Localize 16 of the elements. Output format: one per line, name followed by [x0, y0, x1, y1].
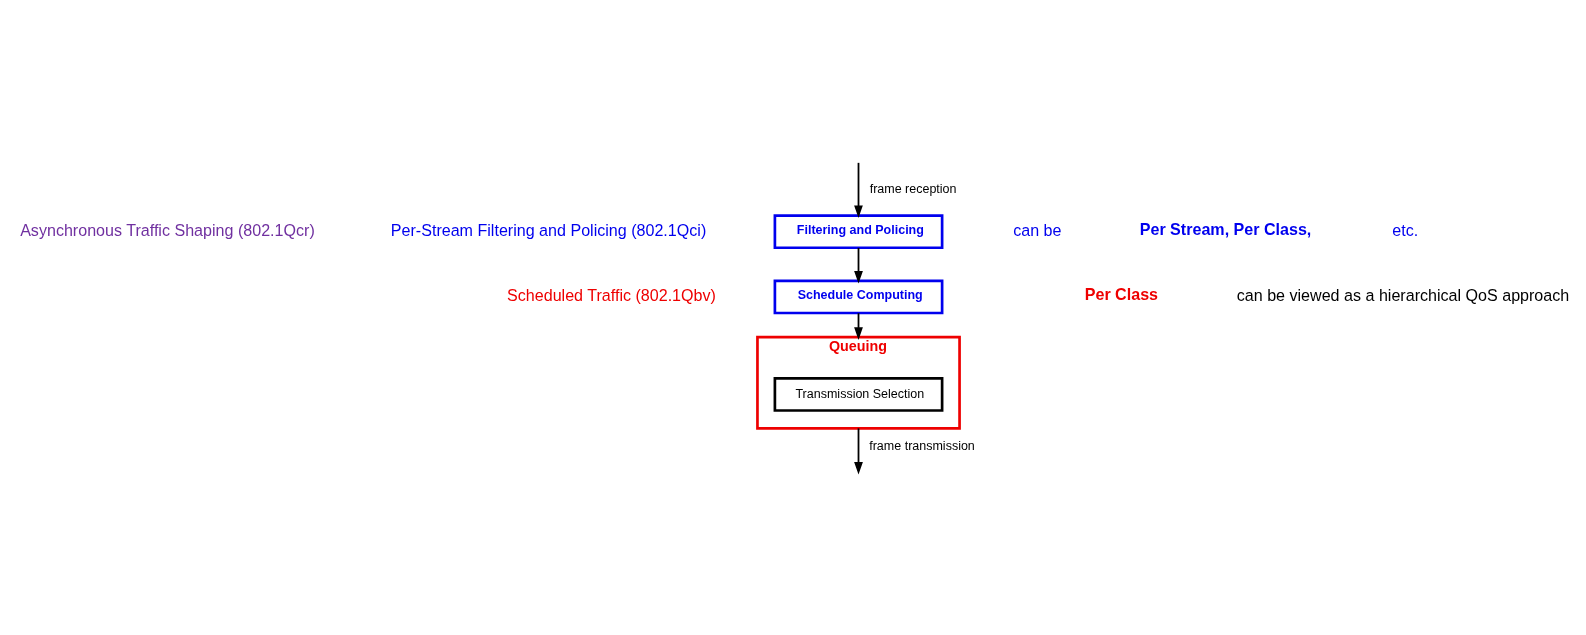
node-box: Filtering and Policing — [773, 214, 944, 250]
arrow — [854, 161, 863, 218]
label: can be — [1013, 220, 1062, 239]
arrow — [854, 427, 863, 475]
edge-label: frame reception — [869, 181, 957, 196]
label: etc. — [1392, 220, 1419, 239]
label: Scheduled Traffic (802.1Qbv) — [507, 285, 716, 304]
edge-label: frame transmission — [869, 438, 975, 453]
node-box: Schedule Computing — [773, 279, 944, 315]
node-box: Transmission Selection — [773, 376, 944, 412]
arrow — [854, 247, 863, 284]
label: Per Class — [1084, 284, 1159, 303]
label: Per-Stream Filtering and Policing (802.1Qci) — [390, 220, 707, 239]
label: Per Stream, Per Class, — [1139, 219, 1312, 238]
label: Asynchronous Traffic Shaping (802.1Qcr) — [20, 220, 315, 239]
label: can be viewed as a hierarchical QoS approach — [1236, 285, 1570, 304]
